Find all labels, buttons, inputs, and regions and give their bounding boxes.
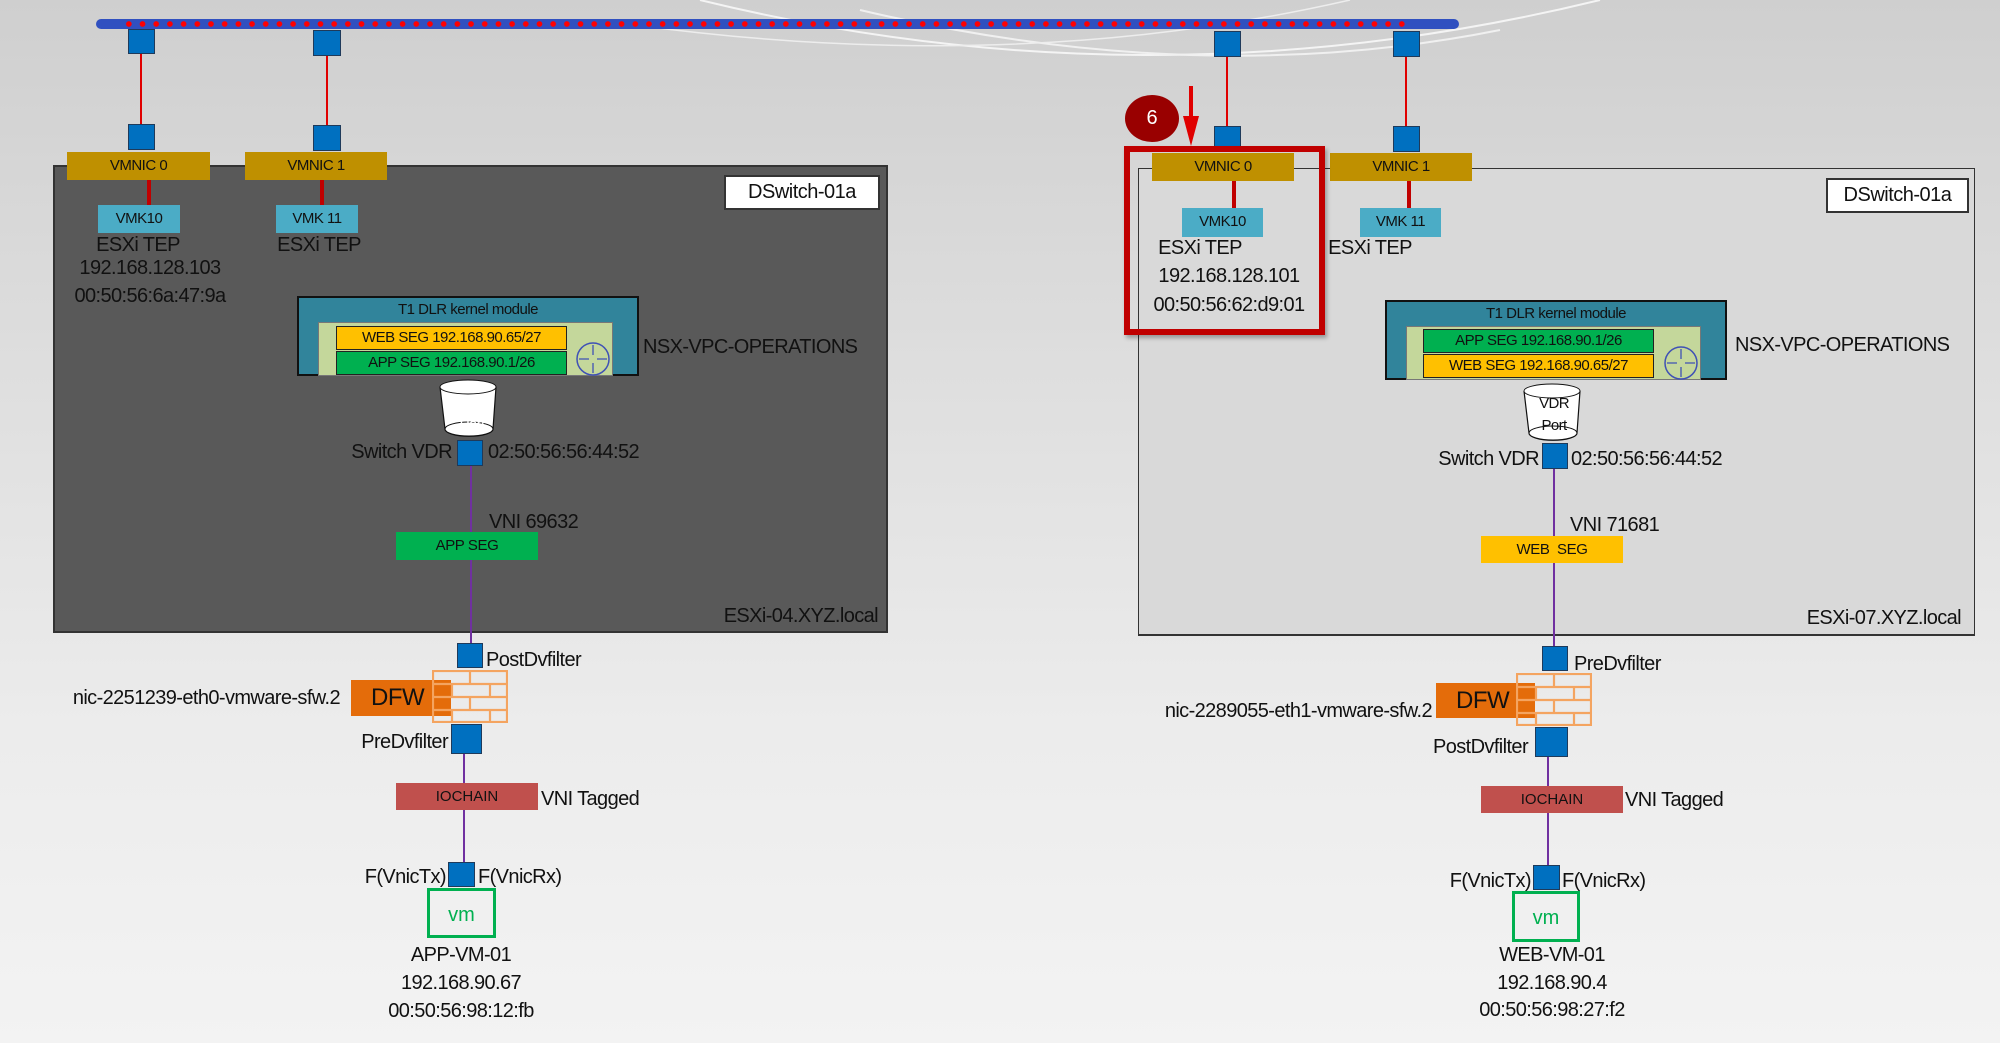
dswitch-label: DSwitch-01a [1826, 178, 1969, 213]
firewall-icon [1516, 673, 1592, 726]
segment-app: APP SEG 192.168.90.1/26 [336, 351, 567, 375]
iochain-box: IOCHAIN [396, 783, 538, 810]
segment-box: APP SEG [396, 532, 538, 560]
vm-mac: 00:50:56:98:27:f2 [1479, 999, 1625, 1021]
uplink-line [140, 54, 142, 124]
switch-vdr-mac: 02:50:56:56:44:52 [488, 441, 640, 463]
dvfilter-label-top: PreDvfilter [1574, 653, 1661, 675]
uplink-port [1214, 31, 1241, 57]
dlr-kernel-module: T1 DLR kernel module WEB SEG 192.168.90.… [297, 296, 639, 376]
dvfilter-label-bottom: PostDvfilter [1432, 736, 1529, 758]
dvfilter-name: nic-2289055-eth1-vmware-sfw.2 [1164, 700, 1433, 722]
vmnic-0: VMNIC 0 [67, 152, 210, 180]
vmk-link [1407, 181, 1411, 209]
dvfilter-port-bottom [1535, 727, 1568, 757]
tep-label: ESXi TEP [96, 234, 180, 256]
tep-label: ESXi TEP [277, 234, 361, 256]
vmnic-port [128, 124, 155, 150]
vmk-link [1232, 181, 1236, 209]
vmk-11: VMK 11 [276, 205, 358, 233]
tep-ip: 192.168.128.101 [1158, 265, 1300, 287]
transport-bus-dots [122, 21, 1407, 27]
tep-label: ESXi TEP [1328, 237, 1412, 259]
vm-icon[interactable]: vm [1512, 891, 1580, 942]
vni-label: VNI 71681 [1570, 514, 1660, 536]
vm-ip: 192.168.90.4 [1497, 972, 1607, 994]
tep-ip: 192.168.128.103 [79, 257, 221, 279]
segment-box: WEB SEG [1481, 536, 1623, 563]
uplink-port [128, 29, 155, 54]
vmnic-port [313, 125, 341, 151]
vnic-rx-label: F(VnicRx) [478, 866, 562, 888]
background-arcs [599, 0, 1601, 57]
hostname: ESXi-04.XYZ.local [723, 605, 879, 627]
vmnic-port [1393, 126, 1420, 152]
vnic-tx-label: F(VnicTx) [364, 866, 447, 888]
vmk-link [147, 180, 151, 206]
tep-label: ESXi TEP [1158, 237, 1242, 259]
firewall-icon [432, 670, 508, 723]
segment-web: WEB SEG 192.168.90.65/27 [336, 326, 567, 350]
vm-name: WEB-VM-01 [1499, 944, 1605, 966]
vnic-rx-label: F(VnicRx) [1562, 870, 1646, 892]
vm-ip: 192.168.90.67 [400, 972, 522, 994]
arrow-down-icon [1183, 86, 1199, 146]
vm-mac: 00:50:56:98:12:fb [388, 1000, 534, 1022]
step-badge: 6 [1125, 95, 1179, 142]
uplink-line [1226, 57, 1228, 126]
uplink-port [313, 30, 341, 56]
highlight-box [1124, 146, 1325, 335]
dlr-inner: APP SEG 192.168.90.1/26 WEB SEG 192.168.… [1406, 326, 1701, 380]
vmnic-0: VMNIC 0 [1152, 153, 1294, 181]
switch-vdr-label: Switch VDR [1438, 448, 1539, 470]
dlr-title: T1 DLR kernel module [1485, 305, 1627, 322]
vnic-port [448, 862, 475, 887]
vdr-port-cylinder [1523, 383, 1581, 441]
router-icon [1664, 346, 1698, 380]
switch-vdr-port [1542, 443, 1568, 469]
tep-mac: 00:50:56:6a:47:9a [74, 285, 226, 307]
vdr-port-label: VDR Port [457, 394, 487, 433]
dvfilter-port-top [1542, 646, 1568, 671]
dvfilter-name: nic-2251239-eth0-vmware-sfw.2 [72, 687, 341, 709]
vni-tagged-label: VNI Tagged [541, 788, 640, 810]
vnic-tx-label: F(VnicTx) [1449, 870, 1532, 892]
dvfilter-port-bottom [451, 724, 482, 754]
switch-vdr-port [457, 440, 483, 466]
switch-vdr-mac: 02:50:56:56:44:52 [1571, 448, 1723, 470]
dvfilter-label-bottom: PreDvfilter [361, 731, 448, 753]
vmnic-1: VMNIC 1 [1330, 153, 1472, 181]
vdr-port-cylinder [439, 379, 497, 437]
vmk-link [320, 180, 324, 206]
uplink-port [1393, 31, 1420, 57]
uplink-line [326, 56, 328, 126]
dlr-kernel-module: T1 DLR kernel module APP SEG 192.168.90.… [1385, 300, 1727, 380]
segment-app: APP SEG 192.168.90.1/26 [1423, 329, 1654, 353]
vmnic-1: VMNIC 1 [245, 152, 387, 180]
vmk-10: VMK10 [98, 205, 180, 233]
vnic-port [1533, 865, 1560, 890]
tep-mac: 00:50:56:62:d9:01 [1153, 294, 1305, 316]
switch-vdr-label: Switch VDR [351, 441, 452, 463]
vm-name: APP-VM-01 [410, 944, 512, 966]
dvfilter-label-top: PostDvfilter [486, 649, 582, 671]
hostname: ESXi-07.XYZ.local [1806, 607, 1962, 629]
vmk-11: VMK 11 [1360, 208, 1441, 237]
dswitch-label: DSwitch-01a [724, 175, 880, 210]
segment-web: WEB SEG 192.168.90.65/27 [1423, 354, 1654, 378]
vm-icon[interactable]: vm [427, 888, 496, 938]
vpc-label: NSX-VPC-OPERATIONS [1735, 334, 1950, 356]
iochain-box: IOCHAIN [1481, 786, 1623, 813]
vni-tagged-label: VNI Tagged [1625, 789, 1724, 811]
vpc-label: NSX-VPC-OPERATIONS [643, 336, 858, 358]
vni-label: VNI 69632 [489, 511, 579, 533]
vdr-port-label: VDR Port [1539, 395, 1569, 434]
dlr-title: T1 DLR kernel module [397, 301, 539, 318]
dvfilter-port-top [457, 643, 483, 668]
router-icon [576, 342, 610, 376]
uplink-line [1405, 57, 1407, 126]
dlr-inner: WEB SEG 192.168.90.65/27 APP SEG 192.168… [318, 322, 613, 376]
vmk-10: VMK10 [1182, 208, 1263, 237]
